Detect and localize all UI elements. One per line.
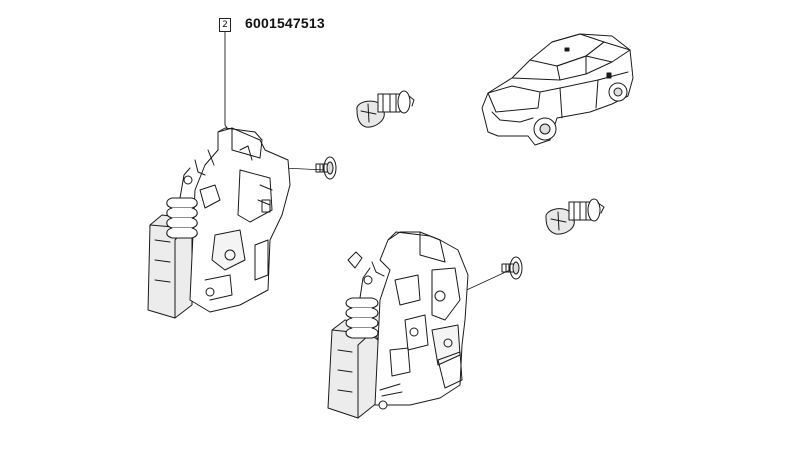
callout-number-box[interactable]: 2	[219, 18, 231, 32]
door-lock-actuator-left	[147, 127, 291, 319]
car-icon	[481, 33, 634, 146]
torx-screw-top	[356, 90, 415, 128]
part-number-label[interactable]: 6001547513	[245, 15, 325, 31]
callout-leader-line	[224, 31, 230, 132]
striker-pin-right	[501, 256, 523, 280]
torx-screw-right	[545, 198, 605, 235]
leader-line-striker-left	[282, 167, 326, 171]
door-lock-actuator-right	[327, 231, 469, 419]
striker-pin-left	[315, 156, 337, 180]
